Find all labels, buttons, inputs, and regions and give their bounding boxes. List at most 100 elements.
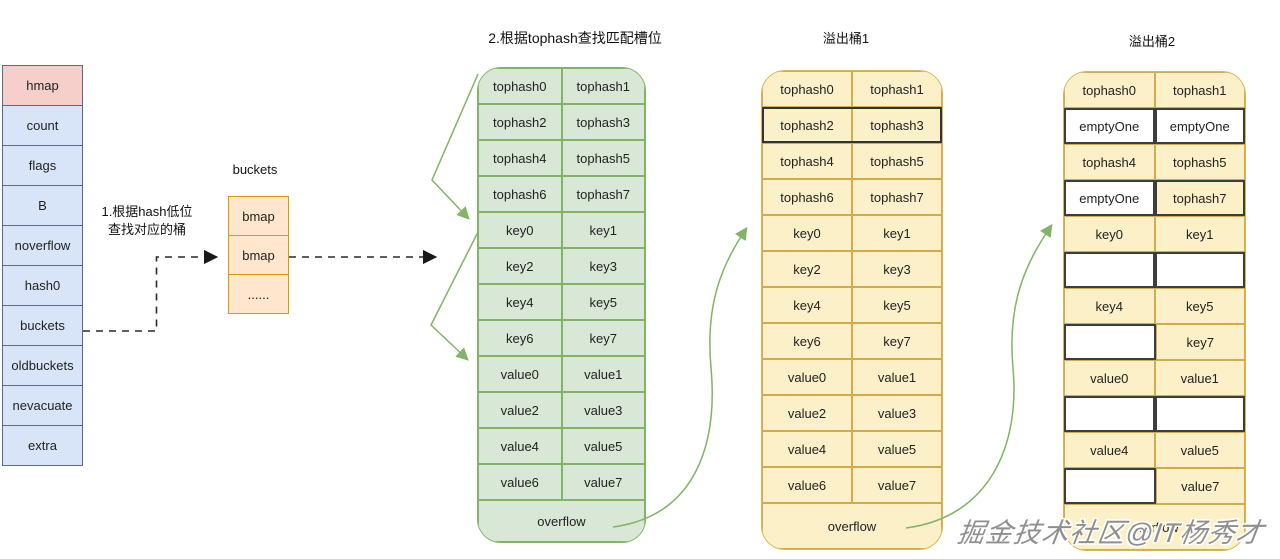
table-row: value2 value3 xyxy=(762,395,942,431)
hmap-header: hmap xyxy=(2,65,83,106)
cell-empty-slot xyxy=(1154,396,1245,432)
step2-title: 2.根据tophash查找匹配槽位 xyxy=(488,30,662,46)
cell-key7: key7 xyxy=(852,323,942,359)
cell-tophash4: tophash4 xyxy=(478,140,562,176)
cell-value2: value2 xyxy=(478,392,562,428)
table-row: key2 key3 xyxy=(762,251,942,287)
cell-tophash7: tophash7 xyxy=(852,179,942,215)
table-row: key6 key7 xyxy=(478,320,645,356)
cell-value6: value6 xyxy=(478,464,562,500)
table-row: key0 key1 xyxy=(762,215,942,251)
cell-key3: key3 xyxy=(561,248,645,284)
table-row: value7 xyxy=(1064,468,1245,504)
table-row: value2 value3 xyxy=(478,392,645,428)
cell-value3: value3 xyxy=(852,395,942,431)
hmap-field-oldbuckets: oldbuckets xyxy=(2,345,83,386)
cell-value0: value0 xyxy=(1064,360,1155,396)
cell-key2: key2 xyxy=(762,251,852,287)
cell-tophash4: tophash4 xyxy=(762,143,852,179)
table-row xyxy=(1064,396,1245,432)
cell-emptyone: emptyOne xyxy=(1154,108,1245,144)
cell-key0: key0 xyxy=(762,215,852,251)
overflow-bucket1-title: 溢出桶1 xyxy=(822,31,870,46)
cell-key5: key5 xyxy=(561,284,645,320)
table-row: key7 xyxy=(1064,324,1245,360)
cell-tophash6: tophash6 xyxy=(762,179,852,215)
table-row: key4 key5 xyxy=(1064,288,1245,324)
hmap-field-extra: extra xyxy=(2,425,83,466)
hmap-field-hash0: hash0 xyxy=(2,265,83,306)
hmap-field-nevacuate: nevacuate xyxy=(2,385,83,426)
cell-tophash3: tophash3 xyxy=(852,107,942,143)
cell-tophash4: tophash4 xyxy=(1064,144,1155,180)
cell-key4: key4 xyxy=(1064,288,1155,324)
watermark-text: 掘金技术社区@IT杨秀才 xyxy=(955,518,1267,548)
cell-value5: value5 xyxy=(852,431,942,467)
cell-empty-slot xyxy=(1154,252,1245,288)
bmap-box-ellipsis: ...... xyxy=(228,274,289,314)
cell-tophash5: tophash5 xyxy=(852,143,942,179)
step1-annotation: 1.根据hash低位 查找对应的桶 xyxy=(86,203,208,239)
table-row: value6 value7 xyxy=(762,467,942,503)
cell-key2: key2 xyxy=(478,248,562,284)
overflow-bucket2-title: 溢出桶2 xyxy=(1128,34,1176,49)
table-row: emptyOne tophash7 xyxy=(1064,180,1245,216)
cell-tophash0: tophash0 xyxy=(762,71,852,107)
table-row: value0 value1 xyxy=(478,356,645,392)
table-row: value0 value1 xyxy=(762,359,942,395)
cell-overflow: overflow xyxy=(762,503,942,549)
cell-overflow: overflow xyxy=(478,500,645,542)
hmap-field-buckets: buckets xyxy=(2,305,83,346)
table-row: value4 value5 xyxy=(762,431,942,467)
cell-key7: key7 xyxy=(1155,324,1245,360)
table-row: tophash2 tophash3 xyxy=(478,104,645,140)
cell-key1: key1 xyxy=(561,212,645,248)
table-row-overflow: overflow xyxy=(762,503,942,549)
table-row: key4 key5 xyxy=(478,284,645,320)
cell-key3: key3 xyxy=(852,251,942,287)
bmap-box: bmap xyxy=(228,235,289,275)
cell-tophash7: tophash7 xyxy=(1154,180,1245,216)
table-row: tophash6 tophash7 xyxy=(478,176,645,212)
cell-value5: value5 xyxy=(1154,432,1245,468)
cell-tophash0: tophash0 xyxy=(478,68,562,104)
cell-value6: value6 xyxy=(762,467,852,503)
cell-tophash2: tophash2 xyxy=(762,107,852,143)
table-row: value6 value7 xyxy=(478,464,645,500)
cell-value7: value7 xyxy=(852,467,942,503)
cell-value4: value4 xyxy=(478,428,562,464)
table-row-highlighted: tophash2 tophash3 xyxy=(762,107,942,143)
hmap-field-flags: flags xyxy=(2,145,83,186)
table-row: tophash4 tophash5 xyxy=(762,143,942,179)
cell-emptyone: emptyOne xyxy=(1064,180,1155,216)
table-row: tophash6 tophash7 xyxy=(762,179,942,215)
cell-key4: key4 xyxy=(478,284,562,320)
step1-line1: 1.根据hash低位 xyxy=(101,204,193,219)
cell-overflow: overflow xyxy=(1064,504,1245,550)
table-row: key6 key7 xyxy=(762,323,942,359)
cell-tophash5: tophash5 xyxy=(1154,144,1245,180)
buckets-array: bmap bmap ...... xyxy=(228,196,289,314)
table-row: tophash4 tophash5 xyxy=(478,140,645,176)
table-row-overflow: overflow xyxy=(1064,504,1245,550)
cell-key6: key6 xyxy=(762,323,852,359)
buckets-array-label: buckets xyxy=(232,162,278,177)
cell-value7: value7 xyxy=(561,464,645,500)
table-row: value0 value1 xyxy=(1064,360,1245,396)
cell-value3: value3 xyxy=(561,392,645,428)
cell-value1: value1 xyxy=(852,359,942,395)
table-row xyxy=(1064,252,1245,288)
table-row: tophash0 tophash1 xyxy=(762,71,942,107)
cell-tophash3: tophash3 xyxy=(561,104,645,140)
overflow-bucket1-table: tophash0 tophash1 tophash2 tophash3 toph… xyxy=(761,70,943,550)
overflow-bucket2-table: tophash0 tophash1 emptyOne emptyOne toph… xyxy=(1063,71,1246,551)
cell-key6: key6 xyxy=(478,320,562,356)
cell-value0: value0 xyxy=(762,359,852,395)
cell-value5: value5 xyxy=(561,428,645,464)
table-row-overflow: overflow xyxy=(478,500,645,542)
cell-key7: key7 xyxy=(561,320,645,356)
cell-key1: key1 xyxy=(1154,216,1245,252)
cell-tophash2: tophash2 xyxy=(478,104,562,140)
cell-key0: key0 xyxy=(478,212,562,248)
arrow-tophash-to-key xyxy=(431,73,479,220)
